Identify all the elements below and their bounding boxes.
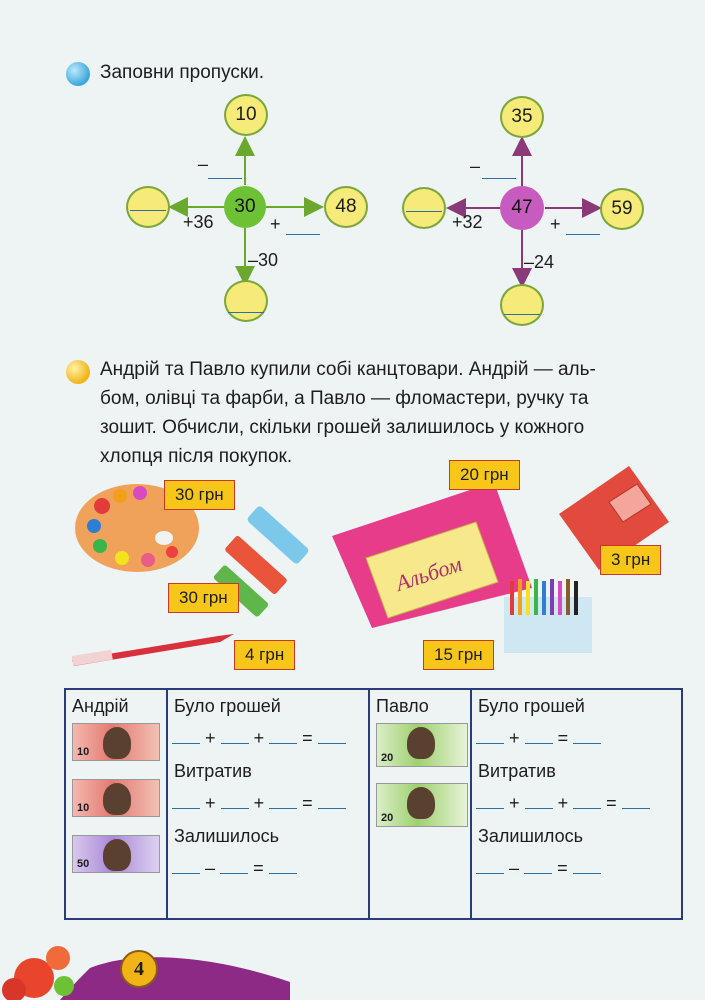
markers-image [213,506,309,617]
andriy-work-cell: Було грошей + + = Витратив + + = Залишил… [166,688,370,920]
andriy-left-label: Залишилось [174,826,280,846]
diagram-a-op-top: – [198,154,209,174]
task2-line: Андрій та Павло купили собі канцтовари. … [100,359,596,380]
banknote-andriy-1: 10 [72,723,160,761]
andriy-had-equation[interactable]: + + = [172,725,368,749]
pavlo-name: Павло [376,696,429,716]
task2-line: бом, олівці та фарби, а Павло — фломасте… [100,388,589,409]
price-tag-pen: 4 грн [234,640,296,670]
andriy-spent-label: Витратив [174,761,252,781]
andriy-spent-equation[interactable]: + + = [172,790,368,814]
banknote-andriy-2: 10 [72,779,160,817]
pavlo-left-label: Залишилось [478,826,584,846]
price-tag-pencils: 15 грн [423,640,494,670]
banknote-pavlo-2: 20 [376,783,468,827]
diagram-b-center-circle: 47 [500,186,544,230]
task-bullet-blue [66,62,90,86]
pavlo-had-equation[interactable]: + = [476,725,681,749]
diagram-b-bottom-circle[interactable] [500,284,544,326]
diagram-a-right-circle: 48 [324,186,368,228]
price-tag-paints: 30 грн [164,480,235,510]
andriy-money-cell: Андрій 10 10 50 [64,688,168,920]
andriy-name: Андрій [72,696,129,716]
page-number-badge: 4 [120,950,158,988]
price-tag-notebook: 3 грн [600,545,662,575]
task1-title: Заповни пропуски. [100,62,265,83]
diagram-a-arrows [168,136,324,286]
money-table: Андрій 10 10 50 Було грошей + + = Витрат… [64,688,683,920]
diagram-a-bottom-answer-line [228,312,264,313]
diagram-b-right-circle: 59 [600,188,644,230]
diagram-b-op-top-blank[interactable] [482,178,516,179]
andriy-had-label: Було грошей [174,696,281,716]
diagram-a-left-circle[interactable] [126,186,170,228]
pavlo-spent-equation[interactable]: + + = [476,790,681,814]
diagram-a-op-top-blank[interactable] [208,178,242,179]
notebook-image [559,466,669,570]
banknote-andriy-3: 50 [72,835,160,873]
footer-decoration [2,946,290,1000]
diagram-b-top-circle: 35 [500,96,544,138]
task-bullet-yellow [66,360,90,384]
task2-text: Андрій та Павло купили собі канцтовари. … [100,355,682,471]
diagram-b-bottom-answer-line [504,314,540,315]
andriy-left-equation[interactable]: – = [172,855,368,879]
diagram-b-op-right: + [550,214,561,234]
pavlo-work-cell: Було грошей + = Витратив + + = Залишилос… [470,688,683,920]
task2-line: зошит. Обчисли, скільки грошей залишилос… [100,417,585,438]
page-number: 4 [134,957,144,980]
diagram-b-op-right-blank[interactable] [566,234,600,235]
pen-image [71,634,234,666]
banknote-pavlo-1: 20 [376,723,468,767]
diagram-a-op-bottom: –30 [248,250,279,270]
pencils-image [504,579,592,653]
diagram-b-op-top: – [470,156,481,176]
diagram-a-top-circle: 10 [224,94,268,136]
diagram-a-center-circle: 30 [224,186,266,228]
pavlo-left-equation[interactable]: – = [476,855,681,879]
diagram-b-op-left: +32 [452,212,483,232]
album-image: Альбом [332,482,532,628]
diagram-a-op-right-blank[interactable] [286,234,320,235]
pavlo-spent-label: Витратив [478,761,556,781]
price-tag-album: 20 грн [449,460,520,490]
pavlo-had-label: Було грошей [478,696,585,716]
price-tag-markers: 30 грн [168,583,239,613]
diagram-a-op-left: +36 [183,212,214,232]
diagram-b-op-bottom: –24 [524,252,555,272]
diagram-a-left-answer-line [130,210,166,211]
diagram-a-op-right: + [270,214,281,234]
diagram-b-arrows [446,136,602,288]
diagram-a-bottom-circle[interactable] [224,280,268,322]
diagram-b-left-answer-line [406,211,442,212]
pavlo-money-cell: Павло 20 20 [368,688,472,920]
task2-line: хлопця після покупок. [100,446,293,467]
diagram-b-left-circle[interactable] [402,187,446,229]
